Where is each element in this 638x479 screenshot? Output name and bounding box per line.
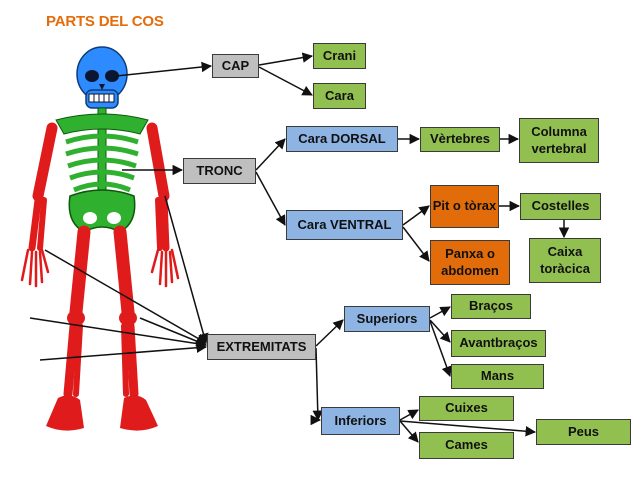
node-pit-torax: Pit o tòrax — [430, 185, 499, 228]
node-inferiors: Inferiors — [321, 407, 400, 435]
feet — [46, 395, 158, 431]
node-avantbracos: Avantbraços — [451, 330, 546, 357]
skull — [76, 46, 128, 109]
node-peus: Peus — [536, 419, 631, 445]
hands — [20, 248, 180, 288]
node-costelles: Costelles — [520, 193, 601, 220]
node-crani: Crani — [313, 43, 366, 69]
page-title: PARTS DEL COS — [46, 13, 164, 30]
node-mans: Mans — [451, 364, 544, 389]
node-tronc: TRONC — [183, 158, 256, 184]
node-cuixes: Cuixes — [419, 396, 514, 421]
node-caixa-toracica: Caixa toràcica — [529, 238, 601, 283]
node-cara-ventral: Cara VENTRAL — [286, 210, 403, 240]
arms — [28, 122, 170, 252]
node-bracos: Braços — [451, 294, 531, 319]
node-panxa-abdomen: Panxa o abdomen — [430, 240, 510, 285]
node-superiors: Superiors — [344, 306, 430, 332]
node-cara: Cara — [313, 83, 366, 109]
legs — [63, 225, 139, 399]
node-cara-dorsal: Cara DORSAL — [286, 126, 398, 152]
node-columna-vertebral: Columna vertebral — [519, 118, 599, 163]
node-cap: CAP — [212, 54, 259, 78]
node-vertebres: Vèrtebres — [420, 127, 500, 152]
node-extremitats: EXTREMITATS — [207, 334, 316, 360]
node-cames: Cames — [419, 432, 514, 459]
